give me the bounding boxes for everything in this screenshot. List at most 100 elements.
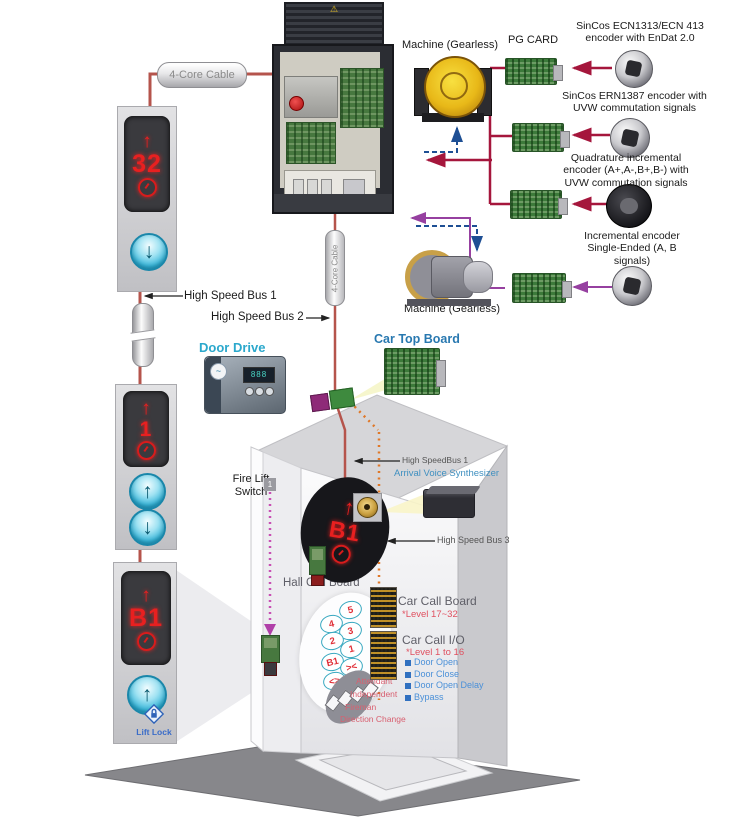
hall-down-button[interactable]: ↓: [129, 509, 166, 546]
pg-card-4: [512, 273, 572, 303]
car-call-board-level: *Level 17~32: [402, 609, 458, 620]
service-switch-labels: Attendant Independent Fireman Direction …: [340, 675, 450, 726]
motor: [463, 261, 493, 293]
hall-indicator-bottom: ↑ B1 ↑ Lift Lock: [113, 562, 177, 744]
cable-label: 4-Core Cable: [169, 69, 235, 81]
up-arrow-led: ↑: [142, 130, 152, 152]
floor-number: 1: [139, 417, 153, 441]
speaker-plate: [353, 493, 382, 522]
encoder-quadrature: [606, 184, 652, 228]
cab-top-connector-green: [328, 387, 356, 410]
io-option-door-open: Door Open: [405, 657, 495, 669]
io-board: [286, 122, 336, 164]
lift-lock: Lift Lock: [132, 703, 176, 737]
car-bus: [349, 401, 381, 700]
door-drive-button[interactable]: [265, 387, 274, 396]
button-label: 4: [327, 618, 336, 630]
car-top-board-device: [384, 348, 446, 395]
pit-floor: [84, 740, 581, 817]
io-option-bypass: Bypass: [405, 692, 495, 704]
button-label: 3: [346, 625, 355, 637]
door-drive-device: ~ 888: [204, 356, 286, 414]
encoder-incremental: [612, 266, 652, 306]
io-option-label: Door Open Delay: [414, 680, 484, 691]
button-label: 5: [346, 604, 355, 616]
machine-bus: [416, 126, 483, 252]
cable-label: 4-Core Cable: [330, 244, 340, 293]
speaker-icon: [357, 497, 378, 518]
pg-card-2: [512, 123, 570, 152]
down-arrow-icon: ↓: [142, 515, 153, 539]
four-core-cable-vertical: 4-Core Cable: [325, 230, 345, 306]
car-call-io-title: Car Call I/O: [402, 633, 465, 647]
hall-indicator-mid: ↑ 1 ↑ ↓: [115, 384, 177, 550]
floor-display: ↑ 1: [123, 391, 169, 467]
cabinet-body: [272, 44, 394, 214]
switch-label-fireman: Fireman: [345, 701, 377, 712]
gauge-icon: [136, 440, 156, 460]
hall-call-board-device: [309, 546, 326, 575]
gauge-icon: [329, 542, 352, 565]
io-option-label: Bypass: [414, 692, 444, 703]
four-core-cable-horizontal: 4-Core Cable: [157, 62, 247, 88]
fire-lift-line1: Fire Lift: [232, 473, 270, 485]
gearless-machine-device: [414, 54, 492, 122]
car-call-board-device: [370, 587, 397, 628]
down-arrow-icon: ↓: [143, 240, 155, 263]
cabinet-interior: [280, 52, 384, 208]
drive-unit: [284, 76, 338, 118]
door-drive-button[interactable]: [255, 387, 264, 396]
geared-machine-device: [405, 248, 493, 306]
pg-card-1: [505, 58, 563, 85]
door-drive-label: Door Drive: [199, 340, 266, 355]
estop-button[interactable]: [289, 96, 304, 111]
bullet-square-icon: [405, 671, 411, 678]
encoder-ern1387: [610, 118, 650, 158]
fire-switch-base: [264, 662, 277, 676]
controller-board: [340, 68, 384, 128]
encoder-label-2: SinCos ERN1387 encoder with UVW commutat…: [562, 90, 707, 115]
warning-icon: ⚠: [329, 4, 339, 14]
bullet-square-icon: [405, 694, 411, 701]
hall-down-button[interactable]: ↓: [130, 233, 168, 271]
car-call-io-level: *Level 1 to 16: [406, 647, 465, 658]
hall-up-button[interactable]: ↑: [129, 473, 166, 510]
gauge-icon: [137, 177, 157, 197]
cabinet-vent: ⚠: [284, 2, 384, 48]
fire-switch-board[interactable]: [261, 635, 280, 663]
machine-gearless-bottom-label: Machine (Gearless): [404, 303, 500, 315]
car-call-io-options: Door Open Door Close Door Open Delay Byp…: [405, 657, 495, 704]
control-cabinet: ⚠: [272, 2, 394, 214]
hall-indicator-top: ↑ 32 ↓: [117, 106, 177, 292]
voice-synth-beam: [380, 492, 430, 514]
car-top-board-label: Car Top Board: [374, 332, 460, 346]
switch-label-direction-change: Direction Change: [340, 714, 406, 725]
pg-card-label: PG CARD: [507, 34, 559, 46]
car-call-io-device: [370, 631, 397, 680]
hall-call-button-device[interactable]: [311, 575, 324, 586]
fire-switch-marker: 1: [264, 478, 276, 491]
gauge-icon: [136, 631, 156, 651]
high-speed-bus-3-label: High Speed Bus 3: [437, 535, 510, 545]
lift-lock-icon: [143, 703, 165, 725]
fire-bus-arrow: [264, 624, 276, 636]
riser-cable: [132, 303, 154, 367]
floor-display: ↑ B1: [121, 571, 171, 665]
cabinet-base: [274, 194, 392, 212]
io-option-door-open-delay: Door Open Delay: [405, 680, 495, 692]
up-arrow-icon: ↑: [141, 683, 153, 706]
arrival-voice-synthesizer-device: [423, 489, 475, 518]
hall-up-button[interactable]: ↑: [127, 675, 167, 715]
fire-lift-line2: Switch: [234, 485, 268, 498]
cab-right-wall: [457, 444, 508, 767]
door-drive-button[interactable]: [245, 387, 254, 396]
car-call-board-title: Car Call Board: [398, 594, 477, 608]
bullet-square-icon: [405, 659, 411, 666]
cab-top-connector-purple: [309, 392, 331, 413]
up-arrow-led: ↑: [141, 397, 151, 419]
switch-label-independent: Independent: [350, 688, 398, 699]
io-option-label: Door Open: [414, 657, 459, 667]
door-drive-logo: ~: [210, 363, 227, 380]
io-option-door-close: Door Close: [405, 669, 495, 681]
